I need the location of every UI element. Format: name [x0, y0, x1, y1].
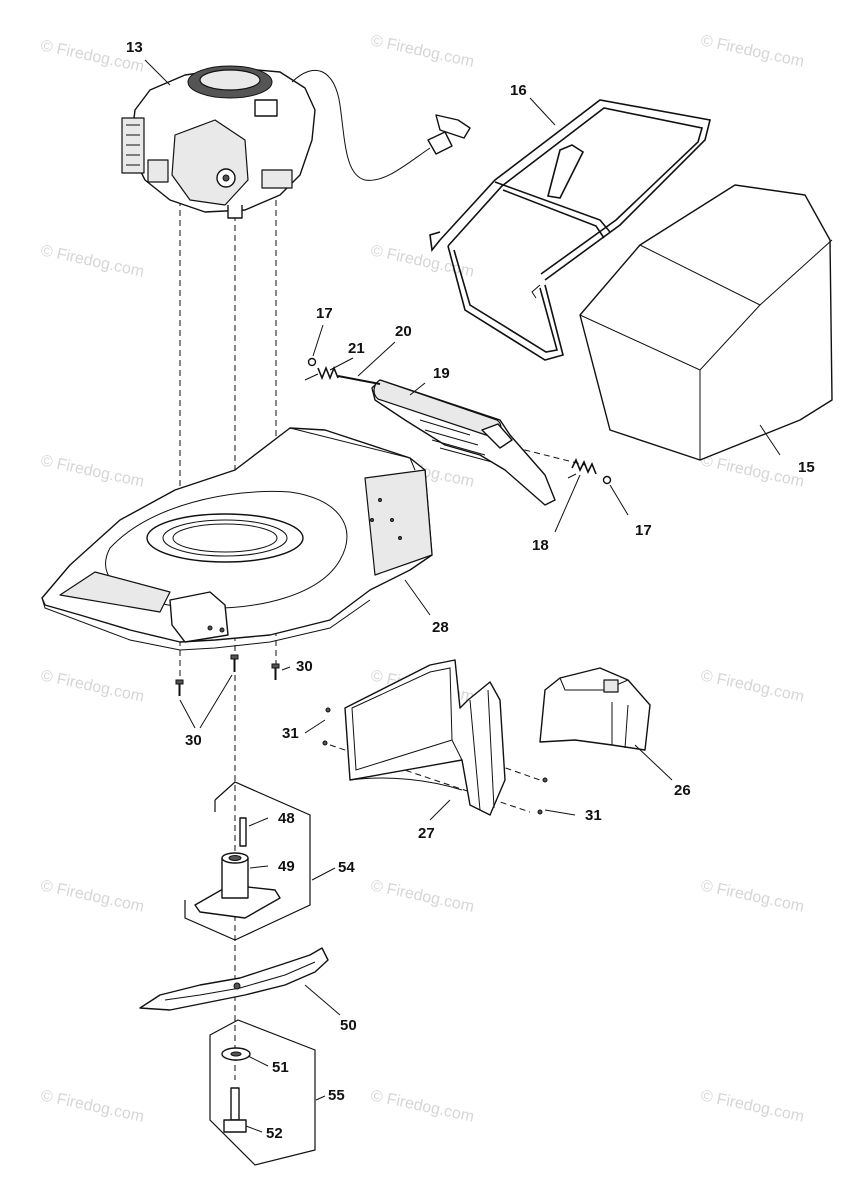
blade-bolt-kit [209, 1019, 316, 1166]
label-part-51: 51 [272, 1059, 289, 1076]
label-part-52: 52 [266, 1125, 283, 1142]
blade-adapter-49 [194, 852, 281, 919]
label-part-16: 16 [510, 82, 527, 99]
bolt-52 [223, 1087, 247, 1133]
grass-catcher-bag [579, 184, 833, 461]
blade-50 [139, 947, 329, 1011]
watermark: © Firedog.com [699, 877, 805, 915]
label-part-13: 13 [126, 39, 143, 56]
discharge-chute-27 [322, 659, 548, 816]
watermark: © Firedog.com [699, 1087, 805, 1125]
retainer-17-left [307, 357, 317, 367]
watermark: © Firedog.com [39, 452, 145, 490]
leader-lines [144, 59, 781, 1133]
label-part-48: 48 [278, 810, 295, 827]
assembly-lines [179, 200, 586, 1080]
watermark: © Firedog.com [699, 32, 805, 70]
watermark: © Firedog.com [699, 452, 805, 490]
label-part-17-right: 17 [635, 522, 652, 539]
screw-30 [175, 679, 184, 696]
label-part-55: 55 [328, 1087, 345, 1104]
watermark: © Firedog.com [369, 32, 475, 70]
watermark: © Firedog.com [369, 1087, 475, 1125]
part-labels: 13 16 15 17 21 20 19 18 17 28 30 30 31 2… [126, 39, 815, 1142]
grass-catcher-frame [429, 99, 711, 361]
label-part-17: 17 [316, 305, 333, 322]
spring-21 [304, 365, 339, 381]
label-part-18: 18 [532, 537, 549, 554]
watermark: © Firedog.com [39, 242, 145, 280]
label-part-15: 15 [798, 459, 815, 476]
label-part-30: 30 [296, 658, 313, 675]
mulch-plug-26 [539, 667, 651, 751]
label-part-49: 49 [278, 858, 295, 875]
screw-30 [271, 663, 280, 680]
watermark: © Firedog.com [39, 1087, 145, 1125]
deck-screws [175, 654, 280, 696]
mower-deck [41, 427, 433, 651]
label-part-30-left: 30 [185, 732, 202, 749]
label-part-27: 27 [418, 825, 435, 842]
retainer-17-right [602, 475, 612, 485]
watermark: © Firedog.com [369, 877, 475, 915]
watermark: © Firedog.com [369, 242, 475, 280]
washer-51 [221, 1047, 251, 1061]
engine [121, 65, 471, 219]
label-part-26: 26 [674, 782, 691, 799]
label-part-31: 31 [282, 725, 299, 742]
label-part-20: 20 [395, 323, 412, 340]
watermark: © Firedog.com [39, 877, 145, 915]
watermark: © Firedog.com [39, 667, 145, 705]
blade-adapter-kit [184, 781, 311, 941]
label-part-19: 19 [433, 365, 450, 382]
spring-18 [567, 458, 597, 479]
label-part-21: 21 [348, 340, 365, 357]
rear-door-assembly [304, 357, 612, 506]
watermark: © Firedog.com [699, 667, 805, 705]
label-part-54: 54 [338, 859, 355, 876]
label-part-28: 28 [432, 619, 449, 636]
label-part-50: 50 [340, 1017, 357, 1034]
label-part-31-right: 31 [585, 807, 602, 824]
key-48 [239, 817, 247, 847]
screw-30 [230, 654, 239, 672]
